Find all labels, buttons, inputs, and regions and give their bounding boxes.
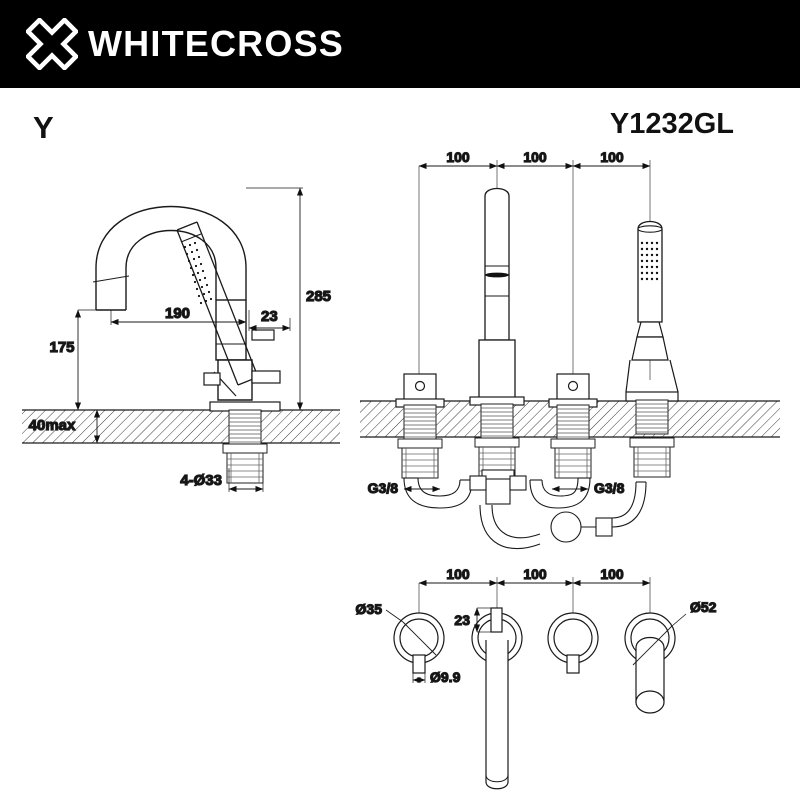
dimension-23-side: 23 bbox=[248, 307, 291, 332]
valve-left-front bbox=[395, 373, 445, 479]
deck-section bbox=[22, 409, 340, 444]
spout-body bbox=[92, 205, 253, 401]
dimension-diameter-52: Ø52 bbox=[671, 598, 717, 627]
front-elevation-view: 100 100 100 bbox=[360, 148, 780, 550]
supply-hoses bbox=[403, 469, 647, 550]
dimension-23-side-label: 23 bbox=[261, 308, 278, 325]
dimension-175: 175 bbox=[49, 309, 96, 411]
mounting-assembly-side bbox=[209, 401, 281, 484]
dimension-40max: 40max bbox=[28, 409, 101, 444]
valve-left-plan bbox=[393, 612, 445, 674]
spout-front bbox=[469, 187, 525, 478]
dimension-spacing-plan: 100 100 100 bbox=[418, 565, 651, 645]
thread-callout-left: G3/8 bbox=[367, 479, 441, 497]
thread-left-label: G3/8 bbox=[368, 480, 399, 496]
valve-right-plan bbox=[547, 612, 599, 674]
hand-shower-plan bbox=[624, 612, 676, 714]
dimension-hole-pattern: 4-Ø33 bbox=[180, 468, 264, 493]
dimension-spacing-front: 100 100 100 bbox=[418, 148, 651, 380]
dimension-diameter-99: Ø9.9 bbox=[412, 668, 461, 686]
plan-offset-23-label: 23 bbox=[454, 612, 470, 628]
diameter-52-label: Ø52 bbox=[690, 599, 717, 615]
thread-right-label: G3/8 bbox=[594, 480, 625, 496]
diameter-35-label: Ø35 bbox=[356, 601, 383, 617]
dimension-285-label: 285 bbox=[306, 288, 331, 305]
brand-header: WHITECROSS bbox=[0, 0, 800, 88]
hand-shower-side bbox=[176, 221, 259, 397]
x-cross-logo-icon bbox=[26, 18, 78, 70]
diameter-99-label: Ø9.9 bbox=[430, 669, 461, 685]
side-elevation-view: 285 190 23 bbox=[22, 187, 340, 493]
spout-plan bbox=[471, 607, 523, 790]
dimension-diameter-35: Ø35 bbox=[355, 600, 404, 623]
dimension-40max-label: 40max bbox=[29, 417, 76, 434]
valve-right-front bbox=[548, 373, 598, 479]
spacing-2-label: 100 bbox=[523, 149, 547, 165]
dimension-285: 285 bbox=[246, 187, 332, 411]
dimension-175-label: 175 bbox=[49, 339, 74, 356]
dimension-hole-pattern-label: 4-Ø33 bbox=[180, 472, 222, 489]
series-label: Y bbox=[33, 110, 54, 145]
handle-side bbox=[251, 329, 281, 384]
dimension-190: 190 bbox=[110, 300, 247, 326]
plan-spacing-3-label: 100 bbox=[600, 566, 624, 582]
top-plan-view: 100 100 100 bbox=[355, 565, 717, 790]
dimension-190-label: 190 bbox=[165, 305, 190, 322]
model-number: Y1232GL bbox=[609, 108, 734, 140]
spacing-3-label: 100 bbox=[600, 149, 624, 165]
plan-spacing-1-label: 100 bbox=[446, 566, 470, 582]
dimension-23-plan: 23 bbox=[454, 607, 492, 633]
brand-name: WHITECROSS bbox=[88, 23, 345, 64]
spacing-1-label: 100 bbox=[446, 149, 470, 165]
hand-shower-front bbox=[625, 220, 679, 478]
thread-callout-right: G3/8 bbox=[551, 479, 625, 497]
plan-spacing-2-label: 100 bbox=[523, 566, 547, 582]
